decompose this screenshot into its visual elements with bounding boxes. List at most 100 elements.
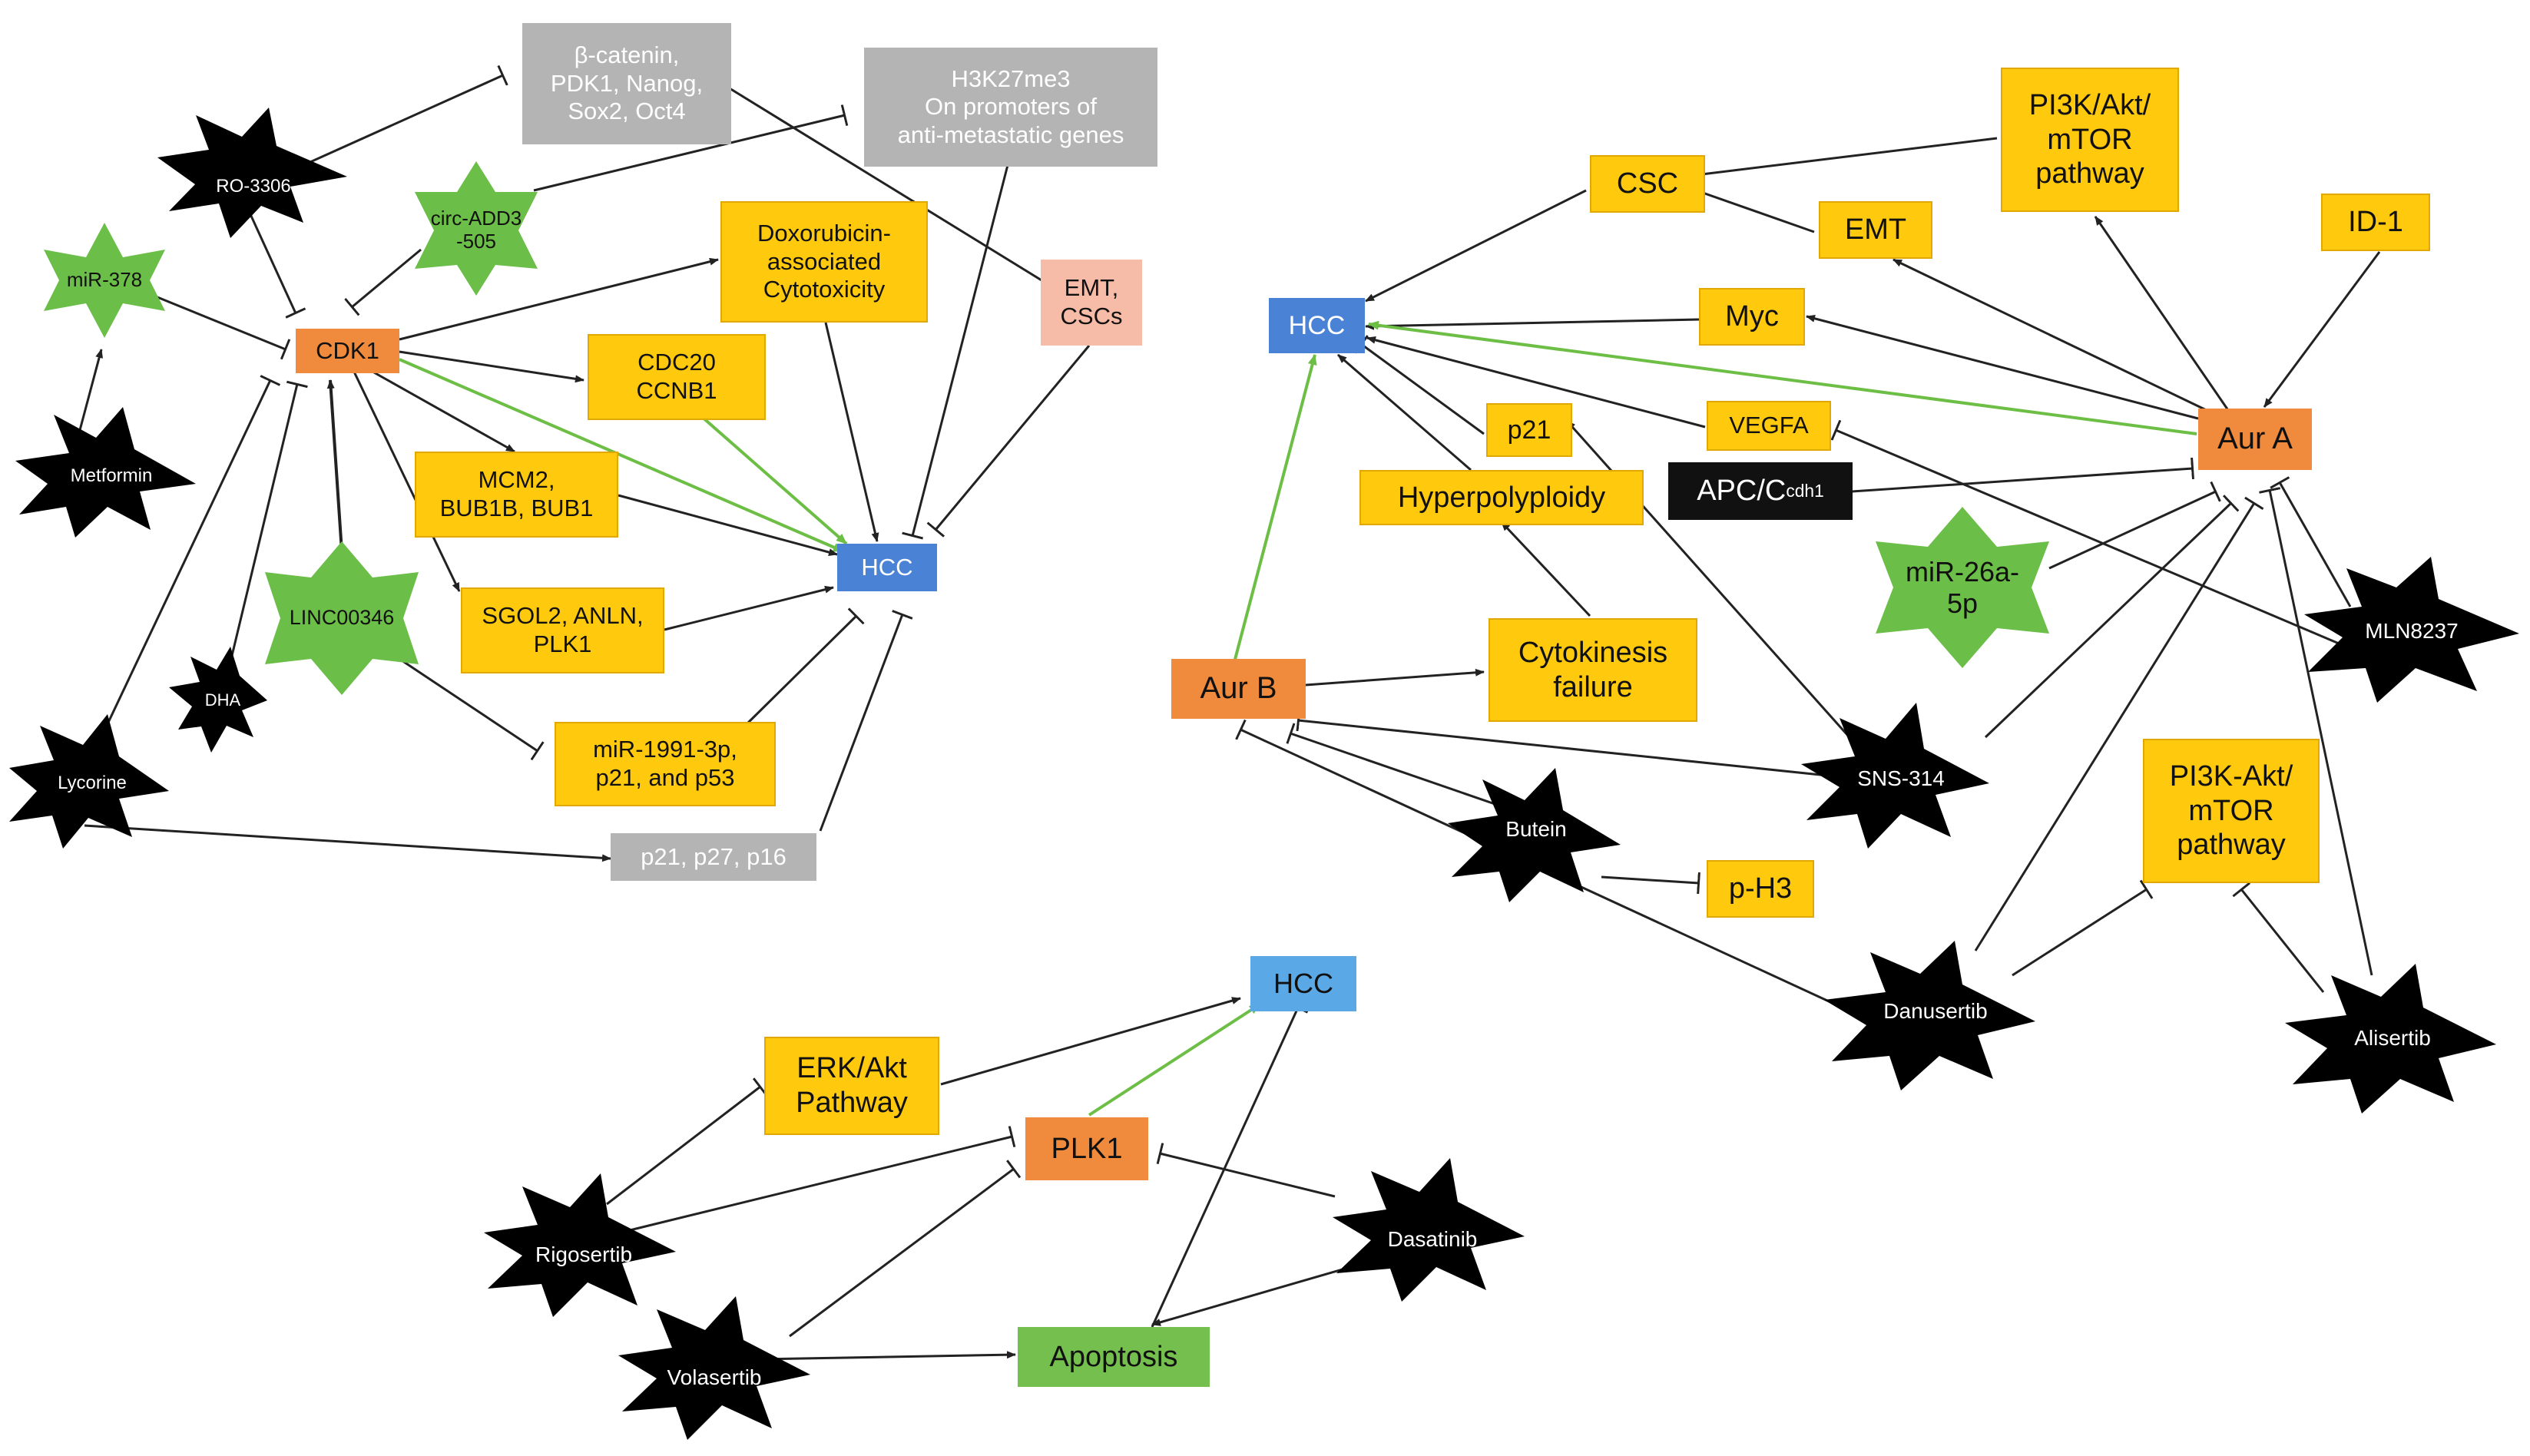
edge-volasertib-plk1 xyxy=(789,1160,1022,1338)
edge-sns314-aura xyxy=(1984,495,2240,739)
node-doxo: Doxorubicin- associated Cytotoxicity xyxy=(720,201,928,323)
edge-aura-pi3k xyxy=(2094,216,2233,415)
node-cdk1: CDK1 xyxy=(296,329,399,373)
edge-p21-hcc xyxy=(1353,335,1485,435)
node-catenin: β-catenin, PDK1, Nanog, Sox2, Oct4 xyxy=(522,23,731,144)
drug-lycorine-shape xyxy=(9,714,169,849)
node-emt-csc: EMT, CSCs xyxy=(1041,260,1142,346)
edge-circadd3-cdk1 xyxy=(344,248,422,316)
edge-volasertib-apoptosis xyxy=(758,1351,1016,1361)
edge-cdk1-hcc-green xyxy=(399,358,844,553)
drug-mln8237-shape xyxy=(2304,557,2519,703)
edge-linc-mir1991 xyxy=(399,657,545,761)
node-apc-main: APC/C xyxy=(1697,475,1787,508)
drug-sns314-label: SNS-314 xyxy=(1857,766,1945,791)
node-cdc20: CDC20 CCNB1 xyxy=(588,334,766,420)
node-myc: Myc xyxy=(1699,288,1805,346)
edge-vegfa-hcc xyxy=(1366,336,1706,429)
edge-linc-cdk1 xyxy=(326,379,343,552)
edge-dasatinib-apoptosis xyxy=(1151,1264,1356,1326)
edge-cdk1-doxo xyxy=(399,257,719,341)
drug-rigosertib-label: Rigosertib xyxy=(535,1243,633,1267)
node-pi3k-top: PI3K/Akt/ mTOR pathway xyxy=(2001,68,2179,212)
edge-myc-hcc xyxy=(1365,318,1700,330)
edge-metformin-mir378 xyxy=(75,349,103,442)
edge-mir378-cdk1 xyxy=(153,294,291,360)
edge-ro3306-catenin xyxy=(303,65,508,167)
node-apoptosis: Apoptosis xyxy=(1018,1327,1210,1387)
molecule-shapes xyxy=(9,108,2519,1440)
edge-aura-emt xyxy=(1893,258,2217,416)
drug-alisertib-label: Alisertib xyxy=(2354,1026,2431,1051)
edge-mln8237-aura xyxy=(2270,476,2352,607)
drug-dha-label: DHA xyxy=(204,690,241,710)
edge-mcm2-hcc xyxy=(618,494,838,556)
edge-emt-hcc xyxy=(926,345,1091,538)
node-p21: p21 xyxy=(1486,403,1572,457)
edge-mir1991-hcc xyxy=(743,607,865,727)
edge-cdk1-mcm2 xyxy=(366,367,515,453)
node-plk1: PLK1 xyxy=(1025,1117,1148,1180)
edge-aura-hcc-green xyxy=(1368,320,2197,435)
edges xyxy=(75,65,2381,1361)
edge-lycorine-p21p27 xyxy=(84,824,611,862)
node-hcc-right: HCC xyxy=(1269,298,1365,353)
drug-rigosertib-shape xyxy=(484,1173,676,1317)
mirna-circadd3-shape xyxy=(415,161,538,296)
drug-danusertib-shape xyxy=(1824,941,2035,1090)
drug-butein-shape xyxy=(1448,768,1621,902)
node-hcc-left: HCC xyxy=(837,544,937,591)
drug-lycorine-label: Lycorine xyxy=(58,773,127,794)
edge-dha-cdk1 xyxy=(229,380,308,663)
edge-circadd3-h3k27 xyxy=(533,104,849,192)
node-sgol2: SGOL2, ANLN, PLK1 xyxy=(461,587,664,673)
drug-dasatinib-shape xyxy=(1333,1158,1525,1302)
edge-erk-hcc xyxy=(940,997,1241,1086)
edge-sns314-aurb xyxy=(1296,709,1829,777)
drug-butein-label: Butein xyxy=(1505,817,1567,842)
mirna-mir378-shape xyxy=(44,223,165,338)
mirna-mir26a-shape xyxy=(1876,507,2049,668)
node-mir1991: miR-1991-3p, p21, and p53 xyxy=(555,722,776,806)
node-mcm2: MCM2, BUB1B, BUB1 xyxy=(415,452,618,538)
edge-pi3k-csc xyxy=(1670,137,1998,181)
node-h3k27: H3K27me3 On promoters of anti-metastatic… xyxy=(864,48,1157,167)
edge-plk1-hcc-green xyxy=(1088,1003,1261,1117)
drug-ro3306-shape xyxy=(157,108,347,238)
node-csc: CSC xyxy=(1590,155,1705,213)
edge-cdc20-hcc-green xyxy=(694,409,848,545)
edge-csc-hcc xyxy=(1365,189,1587,303)
drug-metformin-label: Metformin xyxy=(70,465,153,487)
node-pi3k-bottom: PI3K-Akt/ mTOR pathway xyxy=(2143,739,2320,883)
mirna-linc00346-shape xyxy=(265,541,419,695)
node-erk: ERK/Akt Pathway xyxy=(764,1037,939,1135)
node-aurb: Aur B xyxy=(1171,659,1306,719)
node-ph3: p-H3 xyxy=(1707,860,1814,918)
edge-rigosertib-plk1 xyxy=(629,1126,1016,1232)
edge-apc-aura xyxy=(1852,457,2194,493)
edge-hyper-hcc xyxy=(1337,353,1472,472)
node-hcc-bottom: HCC xyxy=(1250,956,1356,1011)
drug-danusertib-label: Danusertib xyxy=(1883,999,1988,1024)
drug-mln8237-label: MLN8237 xyxy=(2365,619,2459,644)
edge-sgol2-hcc xyxy=(664,585,834,631)
edge-lycorine-cdk1 xyxy=(91,375,281,757)
edge-id1-aura xyxy=(2263,251,2381,408)
edge-alisertib-aura xyxy=(2259,487,2373,976)
edge-apoptosis-hcc xyxy=(1151,1002,1309,1328)
node-p21p27: p21, p27, p16 xyxy=(611,833,816,881)
edge-h3k27-hcc xyxy=(902,164,1009,540)
edge-catenin-emt xyxy=(725,84,1076,303)
edge-danusertib-aura xyxy=(1974,496,2264,951)
node-apc-superscript: cdh1 xyxy=(1786,481,1824,501)
edge-cdk1-sgol2 xyxy=(352,369,461,592)
drug-dha-shape xyxy=(169,647,267,753)
node-id1: ID-1 xyxy=(2321,194,2430,251)
node-hyperpolyploidy: Hyperpolyploidy xyxy=(1359,470,1644,525)
mirna-linc00346-label: LINC00346 xyxy=(289,606,395,630)
edge-butein-aurb xyxy=(1286,723,1502,808)
edge-aurb-cytok xyxy=(1305,668,1485,687)
